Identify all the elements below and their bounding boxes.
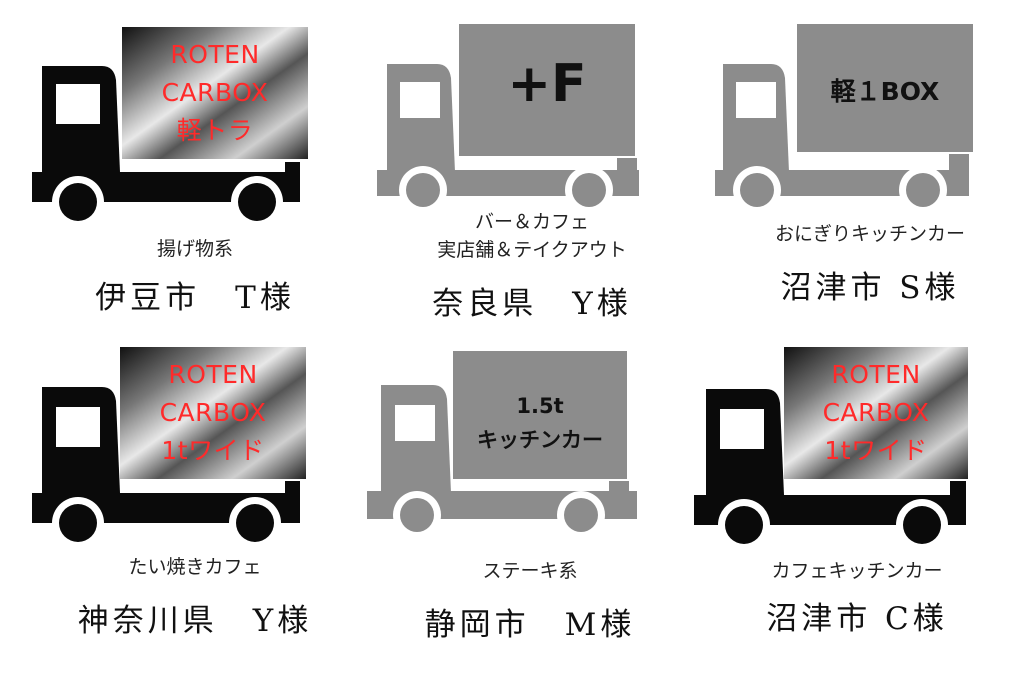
client-name: 奈良県 Y様 bbox=[432, 286, 632, 322]
box-label: ROTEN CARBOX 1tワイド bbox=[822, 360, 930, 465]
truck-icon bbox=[694, 347, 968, 551]
case-card: +F バー＆カフェ 実店舗＆テイクアウト 奈良県 Y様 bbox=[367, 22, 697, 352]
truck-icon bbox=[377, 24, 639, 214]
box-label: ROTEN CARBOX 軽トラ bbox=[161, 40, 269, 145]
business-type: おにぎりキッチンカー bbox=[774, 223, 965, 245]
client-name: 伊豆市 T様 bbox=[95, 280, 295, 316]
box-label: 1.5t キッチンカー bbox=[477, 394, 603, 452]
box-label: ROTEN CARBOX 1tワイド bbox=[159, 360, 267, 465]
client-name: 神奈川県 Y様 bbox=[77, 603, 313, 639]
truck-icon bbox=[32, 27, 308, 228]
truck-icon bbox=[32, 347, 306, 549]
business-type: 揚げ物系 bbox=[156, 238, 233, 260]
client-name: 沼津市 C様 bbox=[766, 601, 948, 637]
box-label: +F bbox=[507, 54, 587, 114]
box-label: 軽１BOX bbox=[830, 77, 940, 106]
business-type: たい焼きカフェ bbox=[128, 556, 262, 578]
case-card: 1.5t キッチンカー ステーキ系 静岡市 M様 bbox=[365, 345, 695, 675]
business-type: カフェキッチンカー bbox=[771, 560, 943, 582]
client-name: 沼津市 S様 bbox=[780, 270, 960, 306]
case-card: ROTEN CARBOX 1tワイド カフェキッチンカー 沼津市 C様 bbox=[692, 345, 1022, 675]
case-card: 軽１BOX おにぎりキッチンカー 沼津市 S様 bbox=[705, 22, 1024, 352]
case-card: ROTEN CARBOX 1tワイド たい焼きカフェ 神奈川県 Y様 bbox=[30, 345, 360, 675]
business-type: ステーキ系 bbox=[482, 560, 578, 582]
business-type: バー＆カフェ 実店舗＆テイクアウト bbox=[437, 211, 627, 261]
truck-icon bbox=[715, 24, 973, 214]
truck-icon bbox=[367, 351, 637, 539]
case-card: ROTEN CARBOX 軽トラ 揚げ物系 伊豆市 T様 bbox=[30, 22, 360, 352]
client-name: 静岡市 M様 bbox=[424, 607, 636, 643]
